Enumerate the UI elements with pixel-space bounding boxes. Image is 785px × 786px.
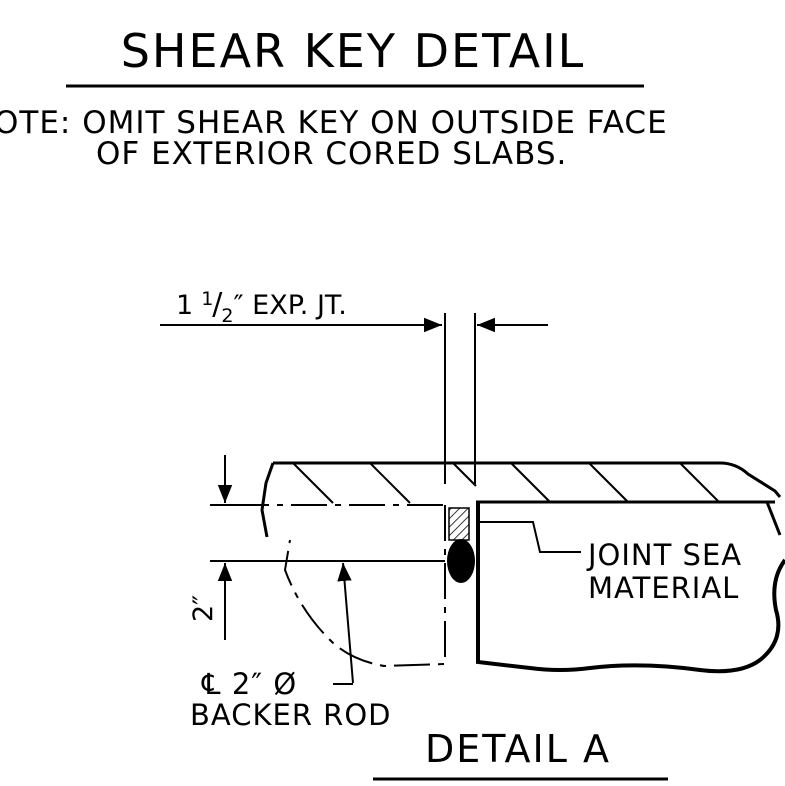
height-dimension-label: 2″ <box>188 595 219 622</box>
title: SHEAR KEY DETAIL <box>121 24 586 78</box>
joint-seal-callout: JOINT SEA MATERIAL <box>480 521 742 605</box>
backer-rod-callout: ℄ 2″ Ø BACKER ROD <box>190 562 392 732</box>
joint-seal-label-line-1: JOINT SEA <box>586 538 742 572</box>
joint-seal-material <box>448 507 470 541</box>
backer-rod-label-line-1: ℄ 2″ Ø <box>201 667 297 701</box>
detail-label: DETAIL A <box>425 727 611 771</box>
backer-rod-label-line-2: BACKER ROD <box>190 698 392 732</box>
left-slab-outline <box>233 504 446 668</box>
note-line-1: OTE: OMIT SHEAR KEY ON OUTSIDE FACE <box>0 105 668 141</box>
joint-seal-label-line-2: MATERIAL <box>588 571 739 605</box>
backer-rod <box>447 539 475 583</box>
slab-deck-wearing-surface <box>260 461 782 538</box>
height-dimension: 2″ <box>188 455 445 640</box>
note-line-2: OF EXTERIOR CORED SLABS. <box>96 136 567 172</box>
right-slab-outline <box>476 501 785 674</box>
